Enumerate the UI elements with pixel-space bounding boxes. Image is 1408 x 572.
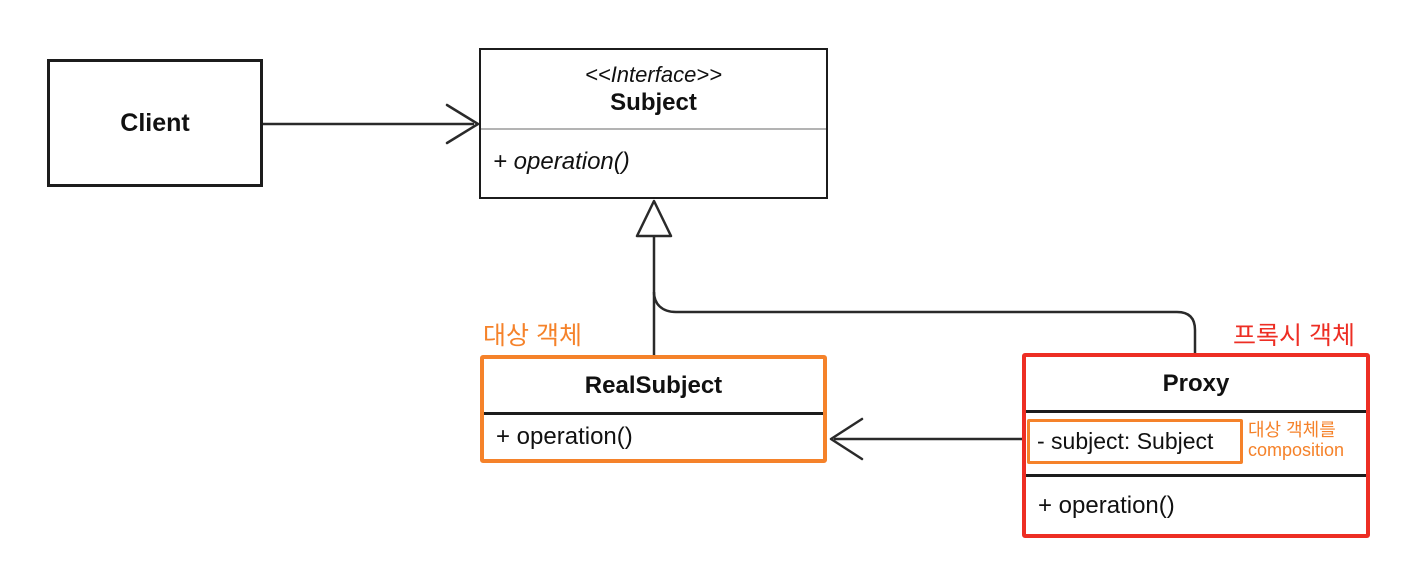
subject-interface-box: <<Interface>> Subject + operation() <box>479 48 828 199</box>
proxy-class-box: Proxy - subject: Subject 대상 객체를 composit… <box>1022 353 1370 538</box>
proxy-title-compartment: Proxy <box>1026 357 1366 410</box>
composition-note-line1: 대상 객체를 <box>1248 420 1336 440</box>
generalization-triangle-icon <box>635 199 673 238</box>
client-class-box: Client <box>47 59 263 187</box>
proxy-operation-method: + operation() <box>1038 491 1175 519</box>
compartment-divider <box>1026 410 1366 413</box>
proxy-subject-field: - subject: Subject <box>1027 419 1243 464</box>
realsubject-class-name: RealSubject <box>584 371 723 399</box>
target-object-annotation: 대상 객체 <box>483 322 582 350</box>
subject-title-compartment: <<Interface>> Subject <box>481 50 826 128</box>
proxy-field-compartment: - subject: Subject 대상 객체를 composition <box>1026 413 1366 474</box>
proxy-class-name: Proxy <box>1162 369 1230 397</box>
realsubject-title-compartment: RealSubject <box>484 359 823 412</box>
open-arrowhead-icon <box>445 103 480 145</box>
realsubject-operation-method: + operation() <box>496 423 633 450</box>
compartment-divider <box>1026 474 1366 477</box>
subject-class-name: Subject <box>610 88 697 116</box>
subject-operation-method: + operation() <box>493 148 630 175</box>
interface-stereotype: <<Interface>> <box>585 61 722 87</box>
compartment-divider <box>484 412 823 415</box>
proxy-object-annotation: 프록시 객체 <box>1233 322 1355 350</box>
composition-note: 대상 객체를 composition <box>1248 420 1366 460</box>
realsubject-class-box: RealSubject + operation() <box>480 355 827 463</box>
client-class-name: Client <box>120 108 190 137</box>
compartment-divider <box>481 128 826 130</box>
composition-note-line2: composition <box>1248 440 1345 460</box>
proxy-generalization-line <box>652 291 1197 353</box>
open-arrowhead-icon <box>829 417 864 461</box>
